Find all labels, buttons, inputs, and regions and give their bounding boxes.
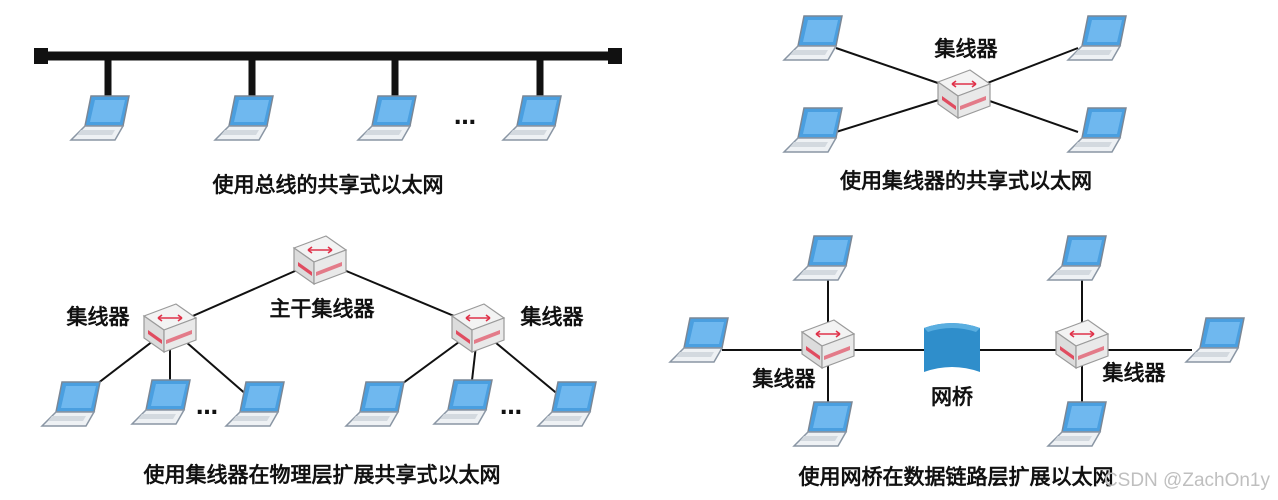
bus-caption: 使用总线的共享式以太网 <box>212 173 444 197</box>
laptop-icon <box>537 381 597 427</box>
bus-ellipsis: … <box>454 105 476 130</box>
hub-label: 集线器 <box>934 37 999 61</box>
watermark: CSDN @ZachOn1y <box>1104 470 1271 491</box>
laptop-icon <box>669 317 729 363</box>
backbone-hub-label: 主干集线器 <box>270 297 376 321</box>
bridge-label: 网桥 <box>931 385 974 409</box>
laptop-icon <box>433 379 493 425</box>
left-ellipsis: … <box>196 395 218 420</box>
left-hub-label: 集线器 <box>66 305 131 329</box>
laptop-icon <box>131 379 191 425</box>
bridge-caption: 使用网桥在数据链路层扩展以太网 <box>798 465 1114 489</box>
laptop-icon <box>783 107 843 153</box>
hub-icon <box>801 319 855 369</box>
hub-caption: 使用集线器的共享式以太网 <box>839 169 1092 193</box>
right-hub-label: 集线器 <box>520 305 585 329</box>
bridge-icon <box>924 323 980 372</box>
laptop-icon <box>225 381 285 427</box>
right-ellipsis: … <box>500 395 522 420</box>
laptop-icon <box>793 401 853 447</box>
laptop-icon <box>357 95 417 141</box>
multi-hub-caption: 使用集线器在物理层扩展共享式以太网 <box>143 463 501 487</box>
laptop-icon <box>214 95 274 141</box>
laptop-icon <box>1067 15 1127 61</box>
hub-topology-panel: 集线器 使用集线器的共享式以太网 <box>783 15 1127 193</box>
bridge-right-hub-label: 集线器 <box>1102 361 1167 385</box>
bus-topology-panel: … 使用总线的共享式以太网 <box>34 48 622 197</box>
laptop-icon <box>1185 317 1245 363</box>
hub-icon <box>293 235 347 285</box>
laptop-icon <box>793 235 853 281</box>
laptop-icon <box>345 381 405 427</box>
laptop-icon <box>70 95 130 141</box>
laptop-icon <box>41 381 101 427</box>
bus-terminator-right <box>608 48 622 64</box>
bridge-topology-panel: 网桥 集线器 集线器 使用网桥在数据链路层扩展以太网 <box>669 235 1245 489</box>
multi-hub-topology-panel: 主干集线器 集线器 集线器 … … 使用集线器在物理层扩展共享式以太网 <box>41 235 597 487</box>
laptop-icon <box>783 15 843 61</box>
bridge-left-hub-label: 集线器 <box>752 367 817 391</box>
laptop-icon <box>1067 107 1127 153</box>
hub-icon <box>937 69 991 119</box>
bus-terminator-left <box>34 48 48 64</box>
laptop-icon <box>1047 401 1107 447</box>
laptop-icon <box>502 95 562 141</box>
hub-icon <box>1055 319 1109 369</box>
laptop-icon <box>1047 235 1107 281</box>
hub-icon <box>451 303 505 353</box>
